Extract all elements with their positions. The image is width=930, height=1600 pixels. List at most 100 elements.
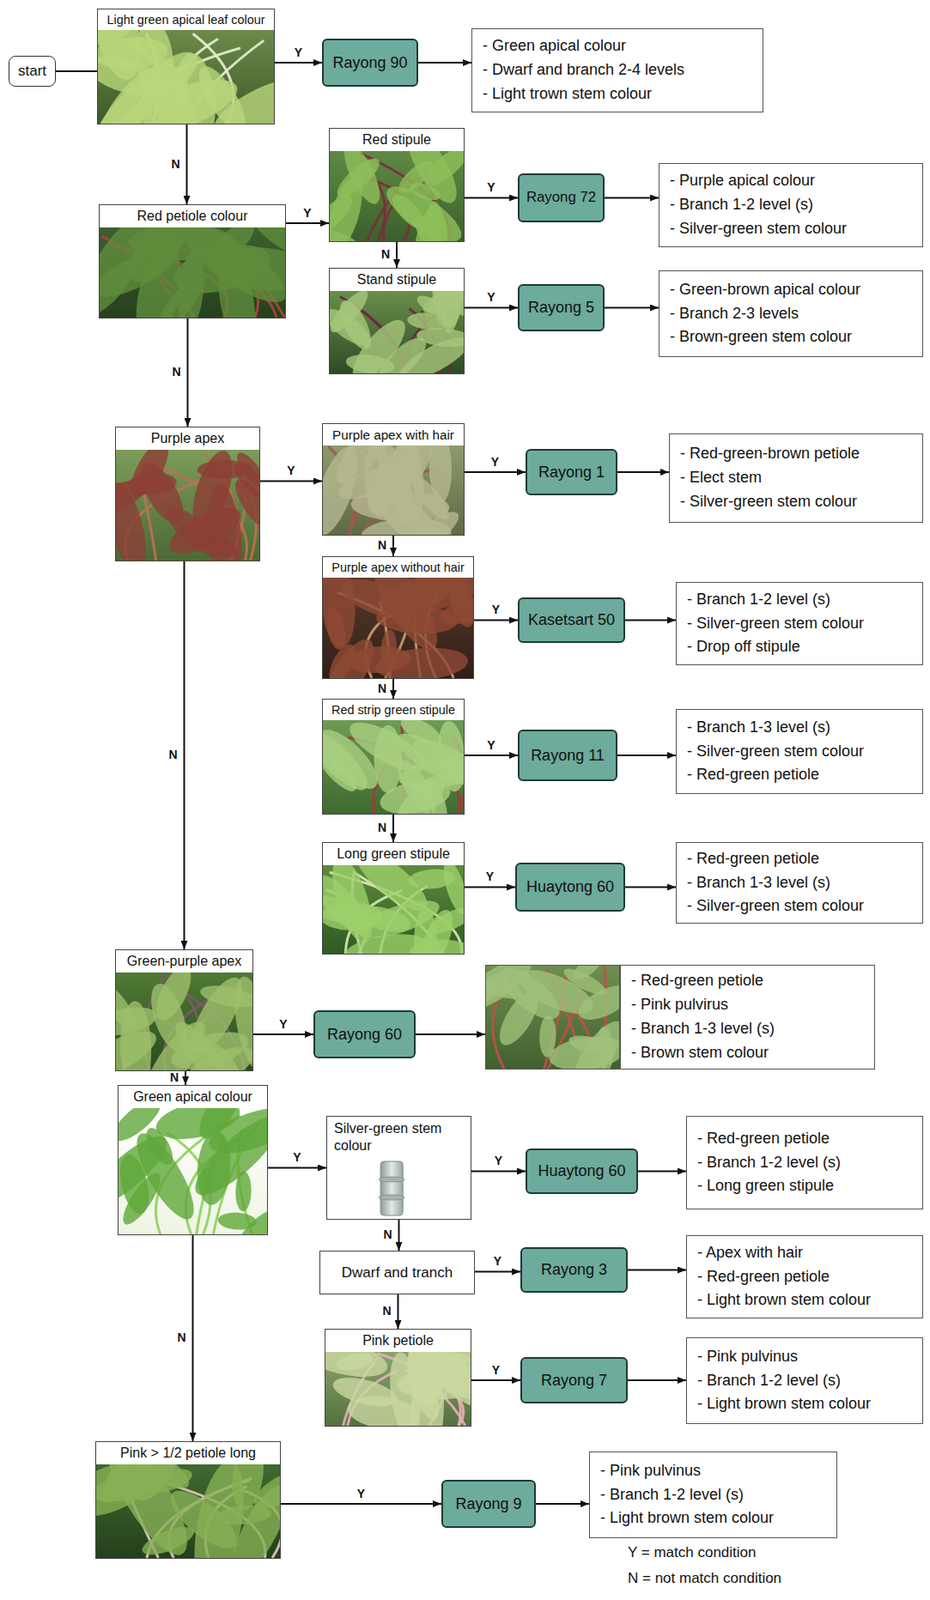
connector <box>415 1033 486 1036</box>
variety-box: Kasetsart 50 <box>517 597 626 644</box>
trait-item: - Drop off stipule <box>686 635 801 660</box>
photo-part <box>140 1124 178 1170</box>
variety-name: Rayong 72 <box>526 188 596 207</box>
start-label: start <box>18 61 47 80</box>
connector <box>392 679 395 700</box>
edge-label: N <box>168 1071 181 1085</box>
photo-part <box>406 311 452 332</box>
edge-label: Y <box>285 464 297 478</box>
decision-title: Green-purple apex <box>123 952 245 972</box>
trait-box: - Red-green-brown petiole- Elect stem- S… <box>668 433 924 523</box>
photo-illustration <box>485 965 620 1070</box>
edge-label: Y <box>490 603 502 617</box>
connector <box>187 318 189 427</box>
trait-box: - Green apical colour- Dwarf and branch … <box>471 28 764 113</box>
photo-part <box>354 901 414 937</box>
edge-label: Y <box>485 181 497 195</box>
photo-part <box>322 577 474 679</box>
start-terminal: start <box>8 55 56 87</box>
variety-box: Huaytong 60 <box>525 1148 639 1195</box>
trait-item: - Branch 1-2 level (s) <box>600 1483 744 1508</box>
variety-box: Rayong 7 <box>520 1357 628 1405</box>
trait-item: - Pink pulvinus <box>697 1345 798 1370</box>
photo-part <box>117 227 201 292</box>
trait-item: - Light brown stem colour <box>697 1288 871 1313</box>
photo-part <box>322 445 464 535</box>
trait-item: - Silver-green stem colour <box>680 490 858 515</box>
variety-box: Huaytong 60 <box>515 863 626 912</box>
variety-box: Rayong 3 <box>520 1247 628 1294</box>
decision-title: Red strip green stipule <box>328 701 459 719</box>
variety-name: Rayong 1 <box>538 462 605 483</box>
trait-item: - Red-green petiole <box>697 1127 830 1152</box>
trait-box: - Green-brown apical colour- Branch 2-3 … <box>658 270 924 358</box>
connector <box>471 1379 521 1382</box>
variety-name: Huaytong 60 <box>537 1161 626 1182</box>
variety-name: Rayong 9 <box>455 1495 522 1515</box>
photo-part <box>99 227 286 318</box>
photo-part <box>334 1352 375 1374</box>
decision-title: Green apical colour <box>129 1088 256 1107</box>
edge-label: N <box>170 365 183 379</box>
variety-name: Rayong 3 <box>540 1260 608 1281</box>
connector <box>192 1235 195 1442</box>
variety-name: Rayong 7 <box>540 1371 608 1392</box>
trait-item: - Branch 1-2 level (s) <box>697 1369 841 1394</box>
trait-item: - Branch 1-2 level (s) <box>669 193 814 218</box>
connector <box>464 471 526 474</box>
photo-part <box>119 1001 152 1071</box>
photo-part <box>190 60 255 124</box>
edge-label: Y <box>490 1364 502 1378</box>
connector <box>398 1220 401 1252</box>
decision-photo-box: Green-purple apex <box>115 949 254 1072</box>
decision-photo-box: Stand stipule <box>328 267 465 375</box>
trait-box: - Purple apical colour- Branch 1-2 level… <box>658 163 924 248</box>
edge-label: N <box>379 248 392 262</box>
decision-title: Silver-green stem colour <box>334 1120 464 1155</box>
photo-part <box>443 577 474 631</box>
photo-part <box>485 965 620 1070</box>
variety-name: Rayong 11 <box>530 746 605 766</box>
edge-label: Y <box>277 1018 289 1032</box>
trait-item: - Branch 1-3 level (s) <box>686 716 831 741</box>
photo-part <box>409 211 450 242</box>
trait-item: - Pink pulvinus <box>600 1459 701 1484</box>
trait-item: - Brown-green stem colour <box>669 325 852 350</box>
decision-photo-box: Green apical colour <box>117 1085 268 1236</box>
photo-part <box>394 156 438 199</box>
trait-item: - Branch 1-3 level (s) <box>631 1017 775 1042</box>
trait-item: - Branch 1-2 level (s) <box>697 1151 841 1176</box>
photo-part <box>431 1352 471 1369</box>
decision-title: Red stipule <box>358 130 435 150</box>
photo-part <box>322 865 464 955</box>
connector <box>625 620 676 622</box>
trait-box: - Branch 1-3 level (s)- Silver-green ste… <box>675 709 924 795</box>
decision-photo-box: Red strip green stipule <box>322 699 465 815</box>
photo-part <box>345 352 396 374</box>
decision-photo-box: Red petiole colour <box>98 204 286 319</box>
photo-part <box>426 291 464 329</box>
variety-box: Rayong 5 <box>517 284 605 332</box>
variety-box: Rayong 90 <box>322 38 419 87</box>
variety-box: Rayong 1 <box>525 449 618 496</box>
edge-label: Y <box>485 291 497 304</box>
connector <box>186 124 189 205</box>
photo-part <box>512 965 599 1023</box>
photo-illustration <box>118 1086 268 1235</box>
edge-label: Y <box>355 1488 367 1502</box>
connector <box>604 197 659 200</box>
trait-item: - Red-green petiole <box>686 763 820 788</box>
trait-item: - Branch 1-3 level (s) <box>686 871 831 896</box>
connector <box>638 1171 687 1174</box>
connector <box>184 1071 187 1086</box>
trait-item: - Light brown stem colour <box>697 1392 871 1417</box>
photo-part <box>329 189 359 240</box>
connector <box>397 1294 400 1330</box>
edge-label: Y <box>492 1255 504 1269</box>
decision-title: Purple apex with hair <box>328 425 458 444</box>
edge-label: N <box>381 1228 394 1242</box>
photo-part <box>322 632 383 679</box>
decision-photo-box: Purple apex with hair <box>322 423 465 536</box>
connector <box>260 480 323 483</box>
decision-photo-box: Light green apical leaf colour <box>97 8 275 125</box>
